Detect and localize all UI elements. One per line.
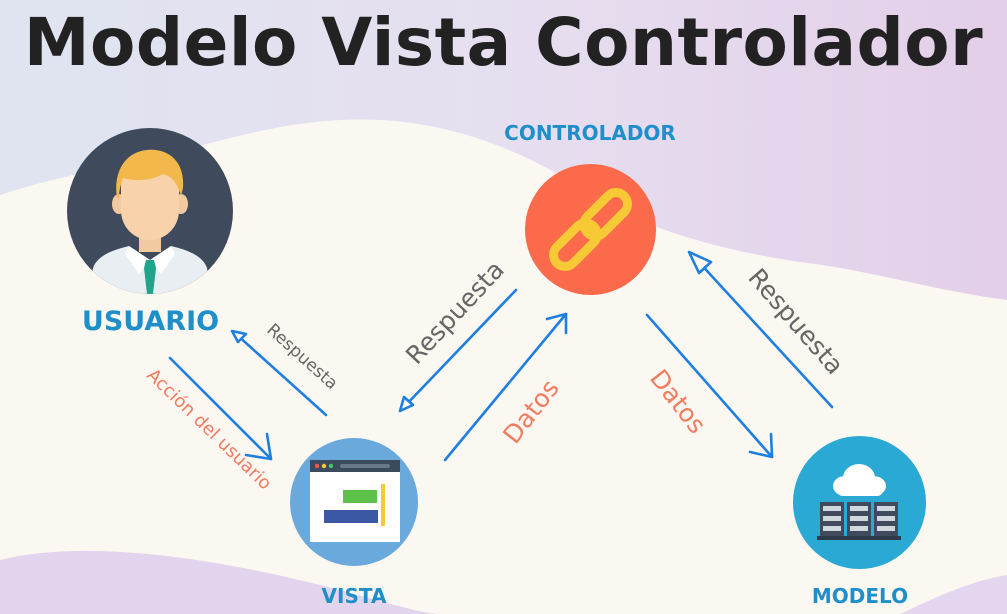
controlador-label: CONTROLADOR <box>504 121 676 145</box>
vista-node <box>290 438 418 566</box>
arrow-respuesta-controlador-vista <box>398 288 518 413</box>
usuario-label: USUARIO <box>81 306 220 337</box>
controlador-node <box>525 164 656 295</box>
arrow-datos-vista-controlador <box>443 312 568 462</box>
usuario-node <box>67 128 233 294</box>
arrow-respuesta-usuario <box>230 329 328 417</box>
arrow-respuesta-modelo-controlador <box>687 250 834 409</box>
vista-label: VISTA <box>321 584 387 608</box>
user-avatar-icon <box>89 149 211 294</box>
modelo-node <box>793 436 926 569</box>
arrow-datos-controlador-modelo <box>645 313 774 459</box>
browser-window-icon <box>310 460 400 542</box>
arrow-accion-usuario <box>168 356 273 461</box>
cloud-server-icon <box>817 464 901 540</box>
chain-link-icon <box>549 188 632 271</box>
modelo-label: MODELO <box>811 584 909 608</box>
page-title: Modelo Vista Controlador <box>23 4 984 81</box>
